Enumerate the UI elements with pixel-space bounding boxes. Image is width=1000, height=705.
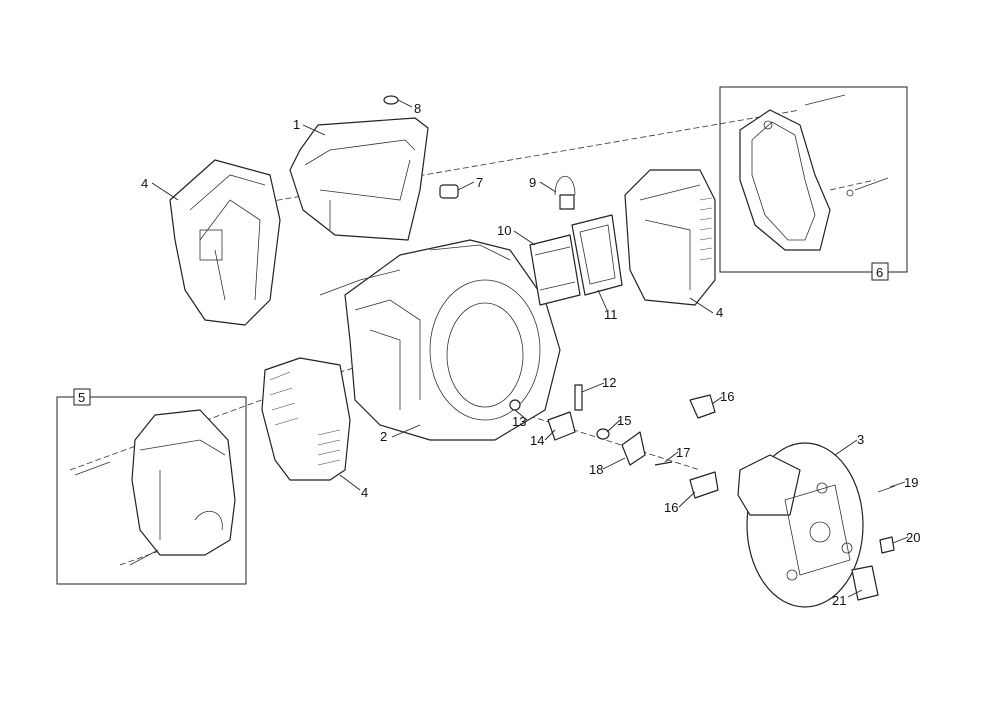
callout-20: 20 (906, 530, 920, 545)
callout-19: 19 (904, 475, 918, 490)
callout-5: 5 (78, 390, 85, 405)
callout-6-tag (871, 262, 889, 281)
callout-16: 16 (664, 500, 678, 515)
kit-box-5 (56, 396, 247, 585)
part-13 (509, 399, 521, 411)
callout-10: 10 (497, 223, 511, 238)
callout-8: 8 (414, 101, 421, 116)
callout-4: 4 (361, 485, 368, 500)
part-grommet (439, 184, 459, 199)
callout-3: 3 (857, 432, 864, 447)
part-shield-kit-6 (739, 94, 889, 251)
callout-5-tag (73, 388, 91, 406)
callout-11: 11 (604, 307, 618, 322)
callout-14: 14 (530, 433, 544, 448)
callout-21: 21 (832, 593, 846, 608)
part-16a (689, 394, 716, 419)
leader-lines (151, 99, 909, 598)
part-muffler-kit-5 (74, 409, 236, 566)
part-12 (574, 384, 583, 411)
part-15 (596, 428, 610, 440)
callout-1: 1 (293, 117, 300, 132)
callout-7: 7 (476, 175, 483, 190)
callout-labels: 1 2 3 4 4 4 5 6 7 8 9 10 11 12 13 14 15 … (73, 101, 920, 608)
part-recoil-starter (737, 442, 896, 608)
part-cap (383, 95, 399, 105)
callout-17: 17 (676, 445, 690, 460)
callout-15: 15 (617, 413, 631, 428)
part-main-housing (319, 239, 561, 441)
part-side-cover-right (624, 169, 716, 306)
callout-16: 16 (720, 389, 734, 404)
small-hardware (509, 384, 719, 499)
part-side-cover-left (169, 159, 281, 326)
callout-13: 13 (512, 414, 526, 429)
part-18 (621, 431, 646, 466)
part-module (529, 234, 581, 306)
part-21 (851, 565, 879, 601)
callout-18: 18 (589, 462, 603, 477)
assembly-line (119, 539, 191, 566)
callout-4: 4 (141, 176, 148, 191)
part-side-cover-lower (261, 357, 351, 481)
part-16b (689, 471, 719, 499)
part-top-cover (289, 117, 429, 241)
callout-6: 6 (876, 265, 883, 280)
callout-4: 4 (716, 305, 723, 320)
callout-9: 9 (529, 175, 536, 190)
kit-box-6 (719, 86, 908, 273)
part-14 (547, 411, 576, 441)
part-bracket (571, 214, 623, 296)
callout-12: 12 (602, 375, 616, 390)
callout-2: 2 (380, 429, 387, 444)
part-connector (554, 176, 576, 210)
part-20 (879, 536, 895, 554)
part-17 (654, 461, 673, 466)
assembly-line (829, 179, 876, 191)
